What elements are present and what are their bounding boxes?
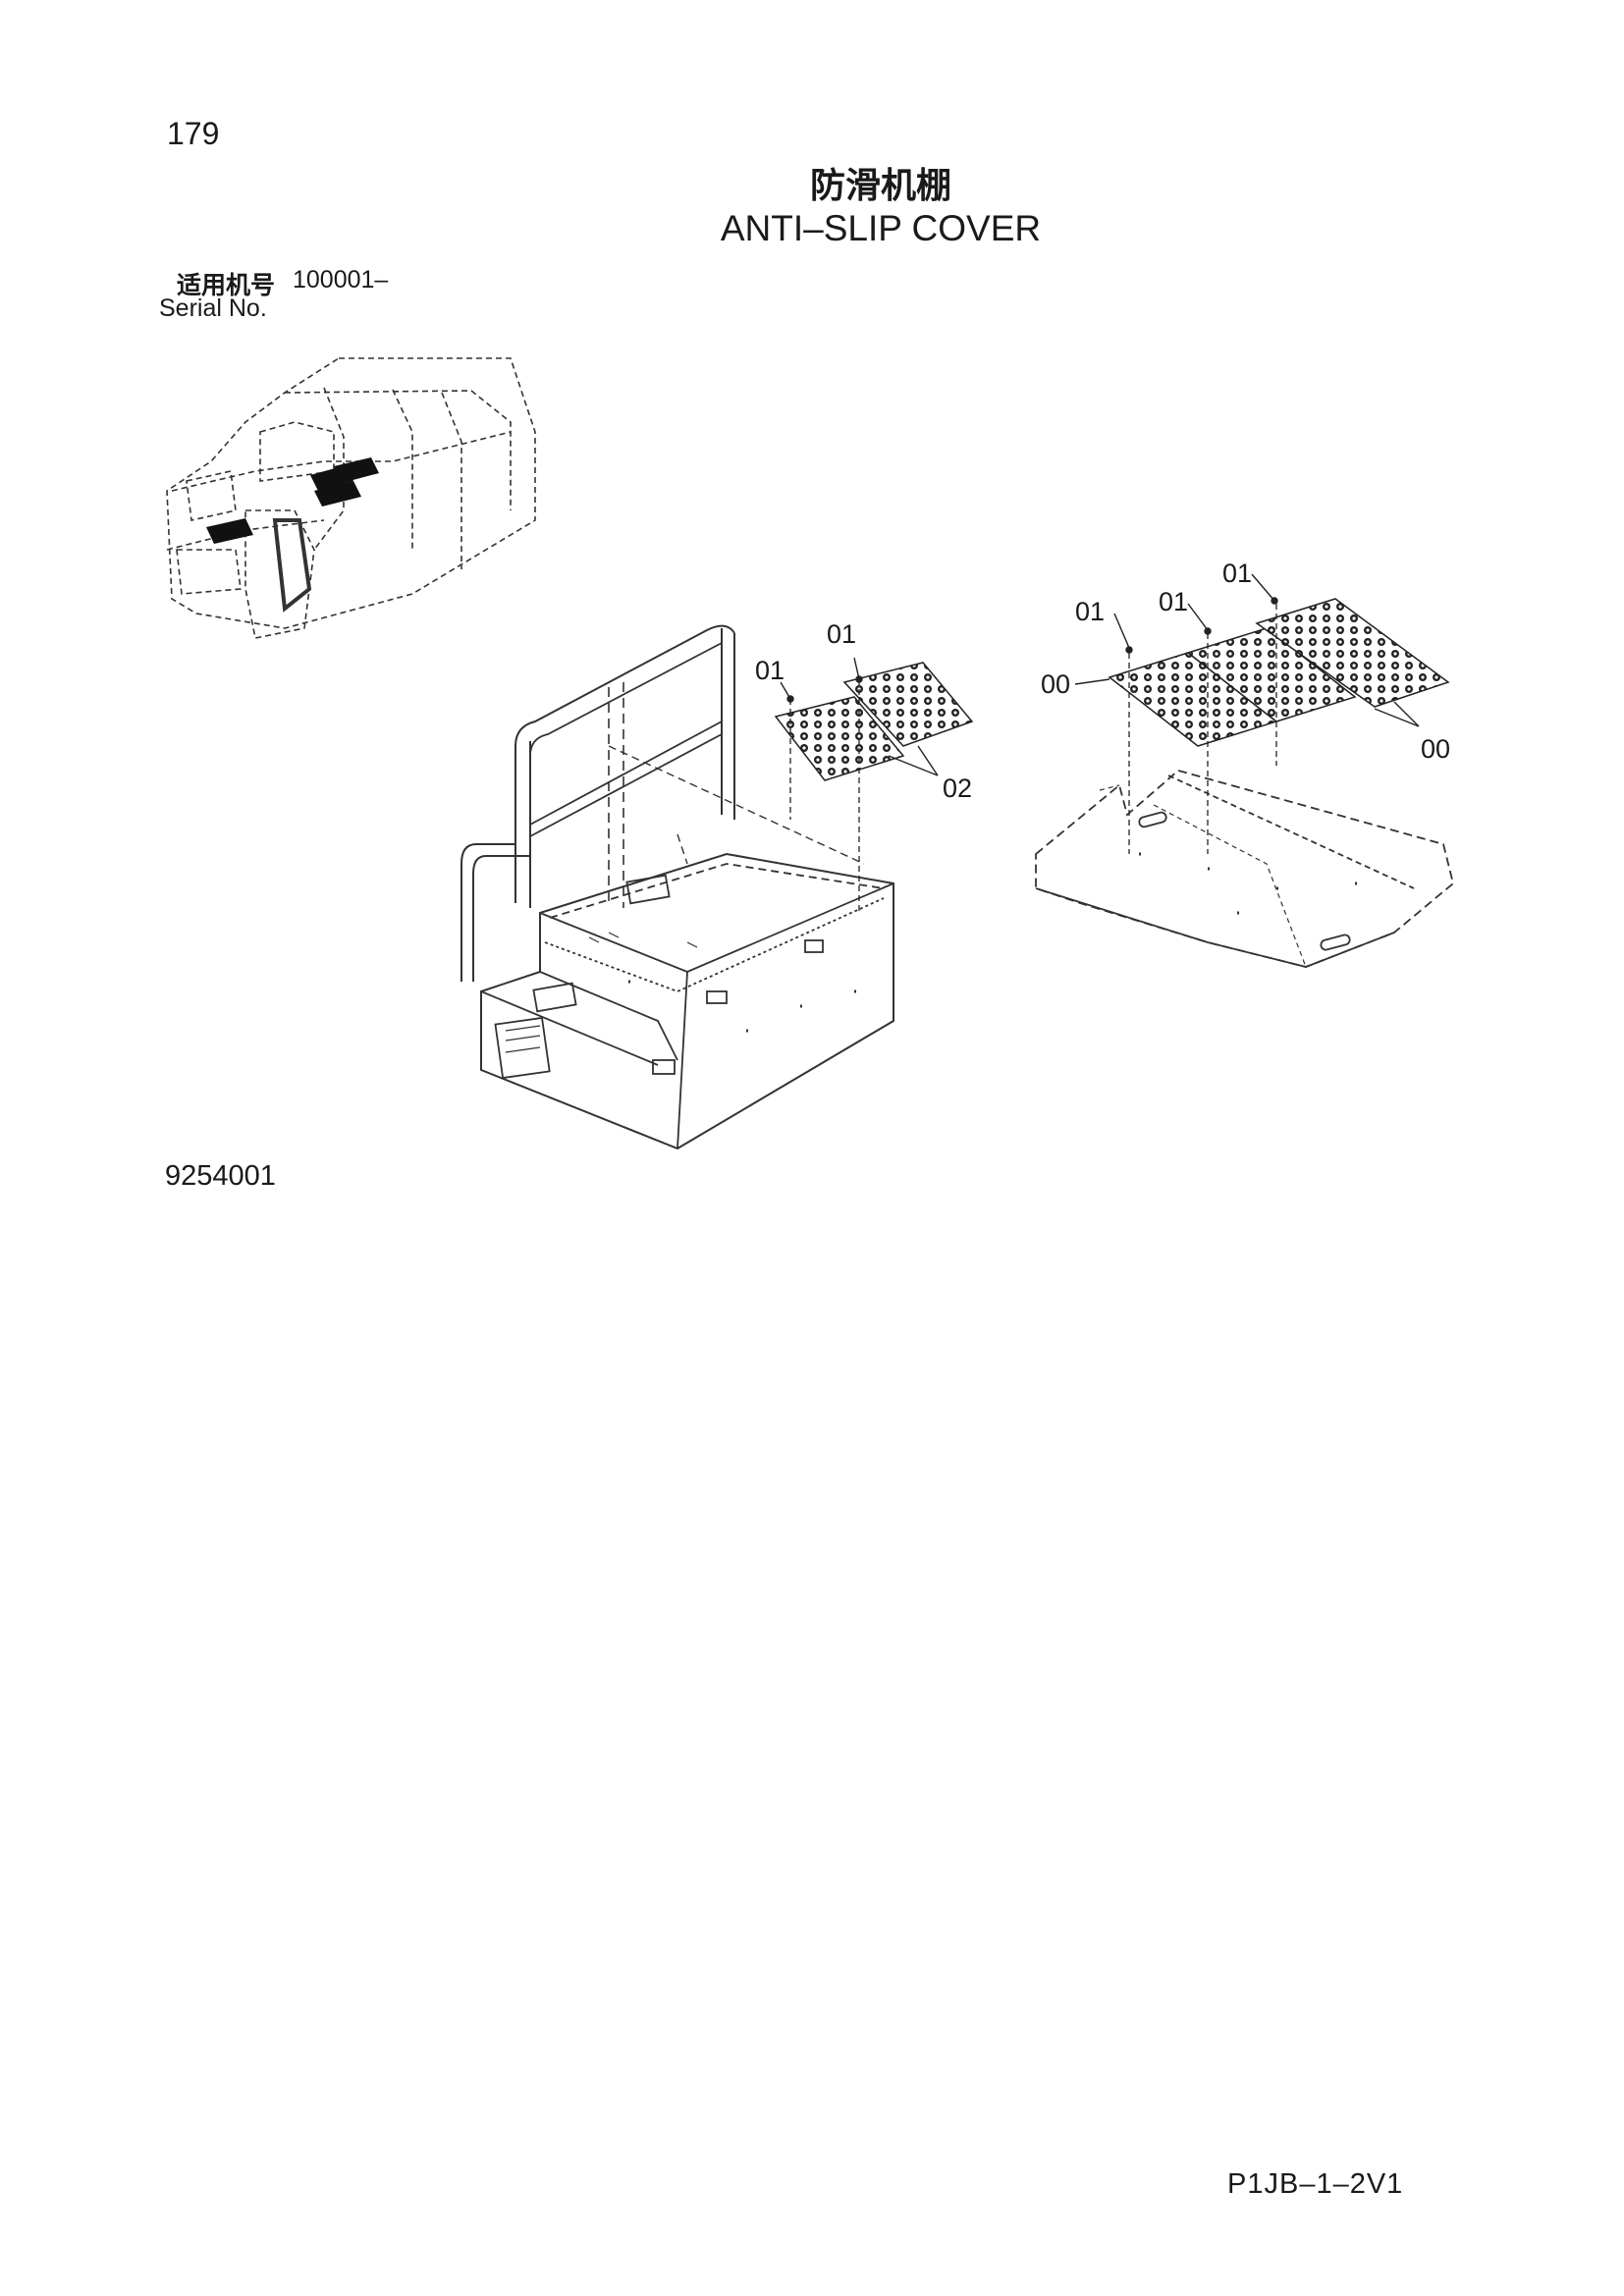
step-box-with-handrail: [460, 624, 894, 1150]
right-anti-slip-mats: [1108, 598, 1450, 854]
callout-right-00-a: 00: [1041, 669, 1070, 699]
serial-number-range: 100001–: [293, 266, 389, 294]
callout-right-00-b: 00: [1421, 734, 1450, 764]
left-anti-slip-mats: [774, 662, 974, 913]
page-number: 179: [167, 116, 220, 151]
overview-anti-slip-highlight: [206, 457, 379, 544]
serial-label-english: Serial No.: [159, 294, 267, 322]
callout-right-01-a: 01: [1222, 559, 1252, 588]
right-callout-leaders: [1074, 573, 1420, 727]
page-code: P1JB–1–2V1: [1227, 2168, 1404, 2200]
floor-plate: [1035, 770, 1455, 968]
drawing-code: 9254001: [165, 1160, 276, 1192]
callout-right-01-b: 01: [1075, 597, 1105, 626]
callout-left-01-a: 01: [755, 656, 785, 685]
callout-left-02: 02: [943, 774, 972, 803]
serial-label-chinese: 适用机号: [177, 271, 276, 299]
left-callout-leaders: [780, 657, 939, 776]
callout-left-01-b: 01: [827, 619, 856, 649]
page-title-chinese: 防滑机棚: [809, 166, 951, 206]
callout-right-01-c: 01: [1159, 587, 1188, 616]
page-title-english: ANTI–SLIP COVER: [720, 208, 1042, 248]
